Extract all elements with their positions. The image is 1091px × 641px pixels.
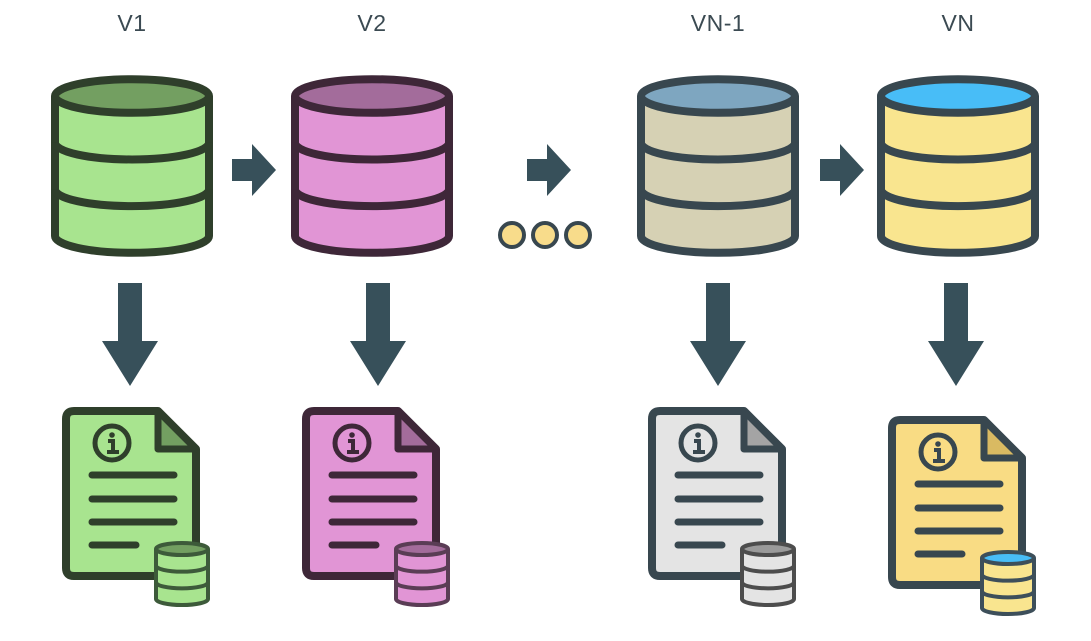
database-icon-vn	[877, 75, 1039, 257]
ellipsis-icon	[498, 221, 592, 249]
info-document-icon-vn	[888, 416, 1036, 616]
mini-database-icon-vn-1	[740, 541, 796, 607]
arrow-down-icon-vn-1	[690, 283, 746, 386]
mini-database-icon-vn	[980, 550, 1036, 616]
info-document-icon-vn-1	[648, 407, 796, 607]
database-icon-v1	[51, 75, 213, 257]
info-circle-icon-v1	[92, 423, 132, 463]
version-label-v1: V1	[117, 10, 147, 36]
arrow-down-icon-v2	[350, 283, 406, 386]
arrow-right-icon-v1-v2	[232, 144, 276, 196]
info-document-icon-v2	[302, 407, 450, 607]
arrow-down-icon-vn	[928, 283, 984, 386]
info-circle-icon-vn-1	[678, 423, 718, 463]
info-circle-icon-v2	[332, 423, 372, 463]
info-circle-icon-vn	[918, 432, 958, 472]
info-document-icon-v1	[62, 407, 210, 607]
mini-database-icon-v2	[394, 541, 450, 607]
version-label-vn-1: VN-1	[690, 10, 746, 36]
database-icon-v2	[291, 75, 453, 257]
arrow-right-icon-vn1-vn	[820, 144, 864, 196]
database-icon-vn-1	[637, 75, 799, 257]
version-label-vn: VN	[941, 10, 975, 36]
version-label-v2: V2	[357, 10, 387, 36]
arrow-down-icon-v1	[102, 283, 158, 386]
arrow-right-icon-ellipsis	[527, 144, 571, 196]
mini-database-icon-v1	[154, 541, 210, 607]
